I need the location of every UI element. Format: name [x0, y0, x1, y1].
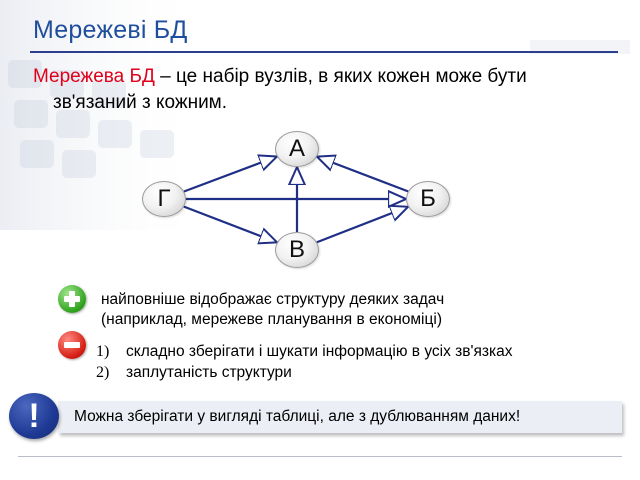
exclamation-icon: !	[9, 393, 59, 439]
advantages-text: найповніше відображає структуру деяких з…	[101, 290, 444, 330]
list-text: заплутаність структури	[126, 364, 292, 381]
note-text: Можна зберігати у вигляді таблиці, але з…	[74, 408, 521, 425]
plus-icon	[58, 285, 86, 313]
minus-icon	[58, 331, 86, 359]
advantage-line1: найповніше відображає структуру деяких з…	[101, 291, 445, 308]
list-item: 2) заплутаність структури	[96, 362, 512, 383]
graph-edge-v-b	[316, 207, 408, 244]
graph-edge-b-a	[317, 157, 409, 193]
graph-node-g: Г	[142, 181, 186, 217]
title-underline	[30, 51, 618, 53]
graph-node-a: А	[275, 131, 319, 167]
list-item: 1) складно зберігати і шукати інформацію…	[96, 341, 512, 362]
node-label-a: А	[288, 135, 305, 162]
advantage-line2: (наприклад, мережеве планування в економ…	[101, 311, 442, 328]
definition-term: Мережева БД	[33, 66, 155, 87]
node-label-b: Б	[420, 185, 436, 212]
list-number: 1)	[96, 343, 110, 360]
list-text: складно зберігати і шукати інформацію в …	[126, 343, 513, 360]
slide-title: Мережеві БД	[33, 16, 188, 44]
note-box: Можна зберігати у вигляді таблиці, але з…	[58, 401, 622, 433]
definition: Мережева БД – це набір вузлів, в яких ко…	[33, 64, 613, 116]
node-label-v: В	[288, 236, 305, 263]
list-number: 2)	[96, 364, 110, 381]
graph-edge-g-a	[183, 157, 277, 193]
definition-text-line1: – це набір вузлів, в яких кожен може бут…	[154, 66, 527, 87]
footer-divider	[18, 456, 622, 457]
exclamation-mark: !	[28, 396, 40, 435]
node-label-g: Г	[157, 185, 171, 212]
disadvantages-list: 1) складно зберігати і шукати інформацію…	[96, 341, 512, 383]
graph-node-b: Б	[406, 181, 450, 217]
definition-text-line2: зв'язаний з кожним.	[53, 92, 228, 113]
graph-edge-g-v	[183, 205, 277, 243]
graph-node-v: В	[275, 232, 319, 268]
